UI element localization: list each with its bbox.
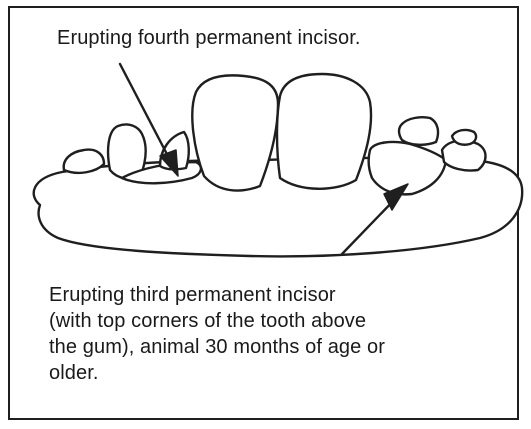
third-incisor-caption-line: older. xyxy=(49,360,504,386)
third-incisor-caption: Erupting third permanent incisor (with t… xyxy=(49,282,504,386)
central-incisor-right xyxy=(277,74,371,189)
gum-outline xyxy=(34,158,522,257)
central-incisor-left xyxy=(192,75,278,190)
right-outer-tooth-small xyxy=(452,130,476,145)
third-incisor-caption-line: Erupting third permanent incisor xyxy=(49,282,504,308)
third-incisor-caption-line: (with top corners of the tooth above xyxy=(49,308,504,334)
third-incisor-caption-line: the gum), animal 30 months of age or xyxy=(49,334,504,360)
right-corner-tooth-upper xyxy=(399,117,438,145)
left-outer-tooth xyxy=(64,150,104,173)
